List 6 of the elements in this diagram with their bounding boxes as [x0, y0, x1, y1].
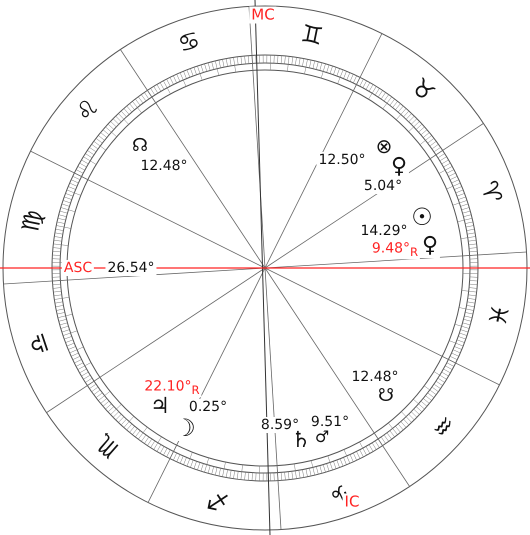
planet-symbol: ♀ [420, 234, 440, 258]
degree-label: 22.10°$_{R}$ [142, 378, 202, 398]
angle-label: ASC [62, 260, 94, 276]
angle-label: MC [249, 6, 277, 24]
degree-label: 26.54° [105, 260, 157, 276]
degree-label: 9.48°$_{R}$ [370, 240, 420, 260]
